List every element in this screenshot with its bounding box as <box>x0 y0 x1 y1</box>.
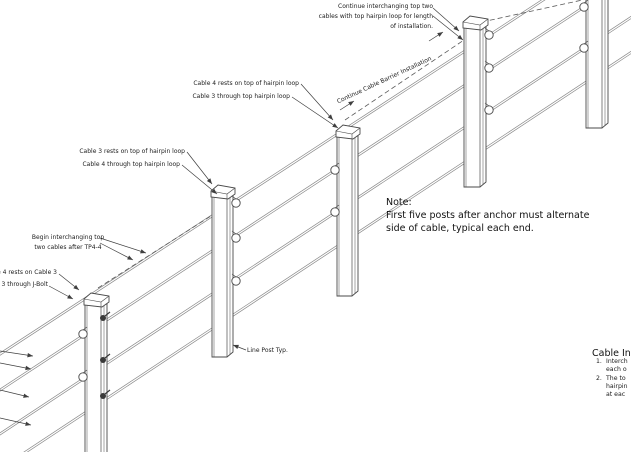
cable-instructions-item-text: at eac <box>606 391 626 398</box>
annotation-begin-interchanging: Begin interchanging top two cables after… <box>8 233 128 253</box>
annotation-cable3-through-jbolt: Cable 3 through J-Bolt <box>0 281 48 288</box>
annotation-cable4-rests-hairpin: Cable 4 rests on top of hairpin loop <box>193 80 299 87</box>
annotation-line: cables with top hairpin loop for length <box>318 13 433 20</box>
cable-instructions-title: Cable In <box>592 348 631 359</box>
annotation-continue-interchanging: Continue interchanging top two cables wi… <box>319 2 433 32</box>
annotation-cable3-rests-hairpin: Cable 3 rests on top of hairpin loop <box>79 148 185 155</box>
cable-instructions-item-text: The to <box>606 375 626 382</box>
line-posts <box>78 0 609 452</box>
note-line: side of cable, typical each end. <box>386 223 534 234</box>
line-post-3 <box>330 124 361 297</box>
annotation-cable4-rests-cable3: Cable 4 rests on Cable 3 <box>0 269 57 276</box>
annotation-line: of installation. <box>390 23 433 30</box>
note-block: Note: First five posts after anchor must… <box>386 196 589 235</box>
note-line: First five posts after anchor must alter… <box>386 210 590 221</box>
cable-instructions-item-text: each o <box>606 366 627 373</box>
annotation-line: two cables after TP4-4 <box>34 244 102 251</box>
line-post-4 <box>462 15 494 188</box>
annotation-line-post-typ: Line Post Typ. <box>247 347 288 354</box>
annotation-line: Begin interchanging top <box>31 234 105 241</box>
cable-instructions-item-number: 1. <box>596 358 602 365</box>
note-title: Note: <box>386 197 412 208</box>
cable-instructions-item-text: Interch <box>606 358 628 365</box>
cable-instructions-item-number: 2. <box>596 375 602 382</box>
line-post-5 <box>579 0 609 129</box>
annotation-line: Continue interchanging top two <box>338 3 433 10</box>
line-post-1 <box>78 292 111 452</box>
annotation-cable3-through-hairpin: Cable 3 through top hairpin loop <box>192 93 290 100</box>
line-post-2 <box>210 184 241 358</box>
leader-lines-and-arrows <box>0 7 464 426</box>
dashed-cable-routing <box>97 0 585 289</box>
annotation-cable4-through-hairpin: Cable 4 through top hairpin loop <box>82 161 180 168</box>
cable-instructions-item-text: hairpin <box>606 383 628 390</box>
